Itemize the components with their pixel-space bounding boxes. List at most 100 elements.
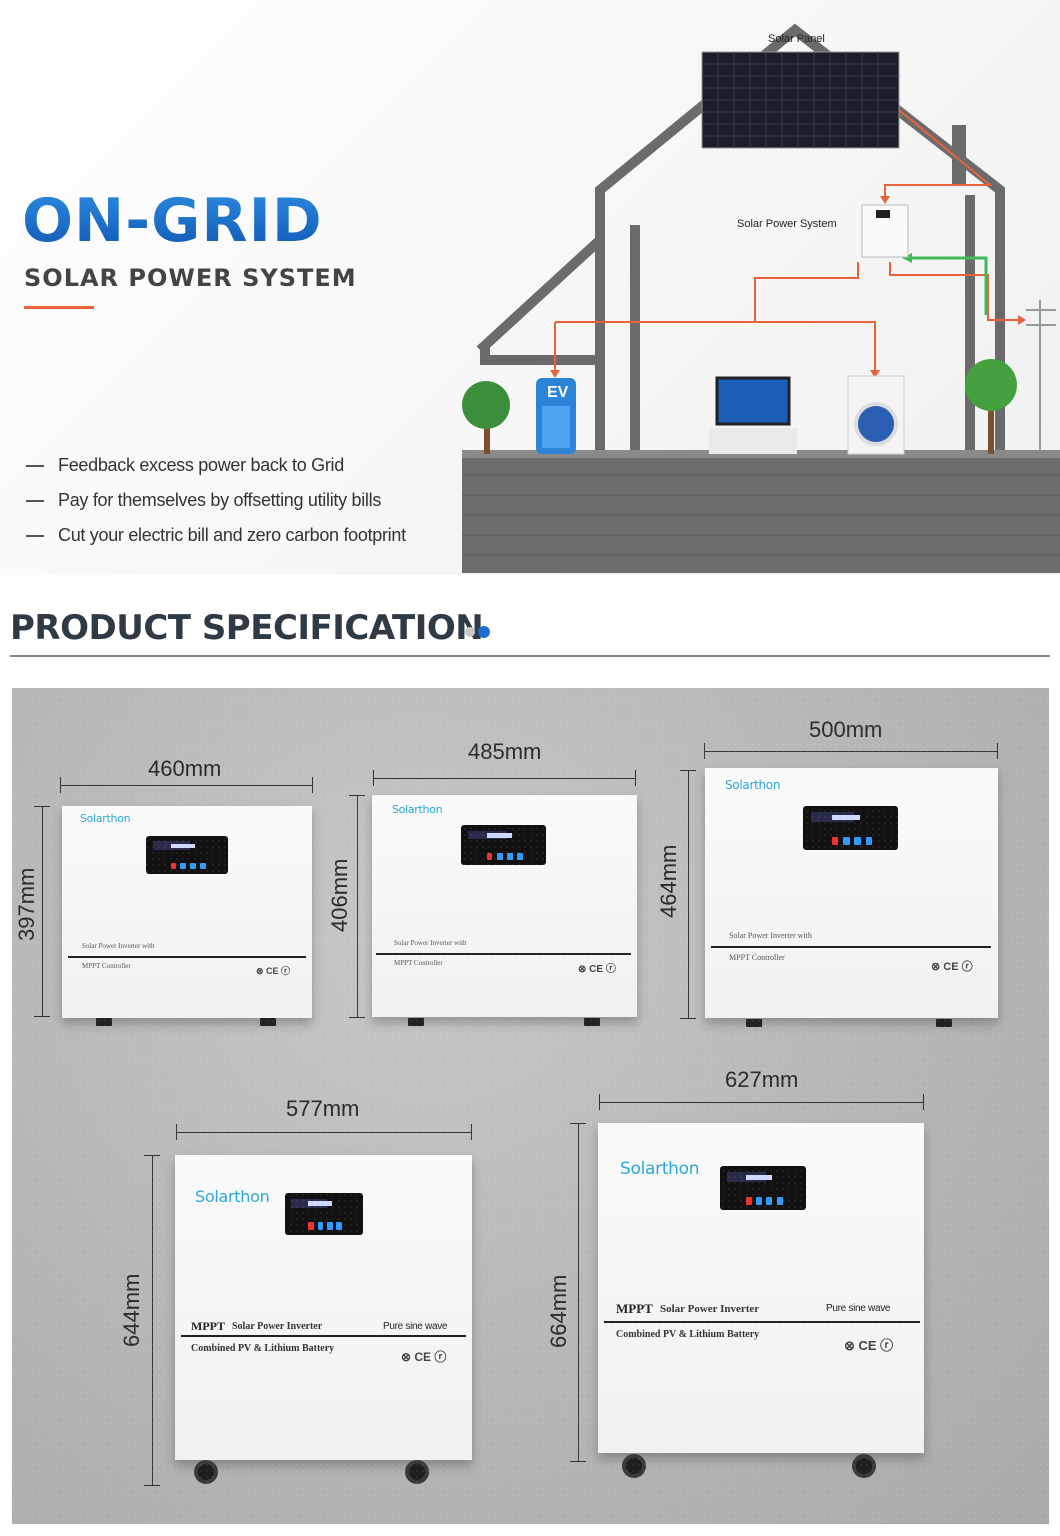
chimney xyxy=(952,125,966,185)
feature-item: Cut your electric bill and zero carbon f… xyxy=(26,518,406,553)
green-flow-line xyxy=(910,256,988,315)
dim-tick xyxy=(704,743,705,759)
divider-stripe xyxy=(68,956,306,958)
dim-tick xyxy=(34,806,50,807)
model-line-2: MPPT Controller xyxy=(729,953,785,962)
feature-item: Pay for themselves by offsetting utility… xyxy=(26,483,406,518)
dim-line-height xyxy=(42,806,43,1016)
lcd-screen xyxy=(720,1166,806,1210)
dim-tick xyxy=(923,1094,924,1110)
spec-title: PRODUCT SPECIFICATION xyxy=(10,608,484,648)
solar-panel-label: Solar Panel xyxy=(768,33,825,45)
dash-icon xyxy=(26,534,44,537)
divider-stripe xyxy=(604,1321,920,1323)
lcd-screen xyxy=(803,806,898,850)
brick-pattern xyxy=(462,474,1060,556)
model-line-1: Solar Power Inverter with xyxy=(82,942,155,950)
dim-line-height xyxy=(152,1155,153,1485)
feature-item: Feedback excess power back to Grid xyxy=(26,448,406,483)
dim-tick xyxy=(570,1461,586,1462)
arrow-heads xyxy=(550,196,1026,378)
washer-drum xyxy=(854,402,898,446)
ev-charger-body xyxy=(542,406,570,448)
dim-tick xyxy=(349,1017,365,1018)
spec-divider xyxy=(10,655,1050,657)
unit2-height-label: 406mm xyxy=(327,858,352,932)
hero-section: ON-GRID SOLAR POWER SYSTEM Feedback exce… xyxy=(0,0,1060,575)
caster-wheel xyxy=(852,1454,876,1478)
dim-tick xyxy=(176,1124,177,1140)
cert-icons: ⊗ CE ⓡ xyxy=(931,961,973,973)
utility-pole-icon xyxy=(1026,300,1056,450)
model-line-2: Combined PV & Lithium Battery xyxy=(616,1329,760,1340)
dim-tick xyxy=(60,777,61,793)
inverter-screen xyxy=(876,210,890,218)
ev-label: EV xyxy=(547,384,569,401)
solar-power-system-label: Solar Power System xyxy=(737,218,837,230)
unit3-height-label: 464mm xyxy=(656,844,681,918)
model-line-2: MPPT Controller xyxy=(82,962,131,970)
unit4-width-label: 577mm xyxy=(286,1096,360,1121)
unit1-width-label: 460mm xyxy=(148,756,222,781)
dim-tick xyxy=(312,777,313,793)
dim-tick xyxy=(997,743,998,759)
house-diagram xyxy=(462,23,1060,573)
brand-logo: Solarthon xyxy=(195,1187,270,1206)
unit5-width-label: 627mm xyxy=(725,1067,799,1092)
hero-accent-bar xyxy=(24,306,94,309)
hero-subtitle: SOLAR POWER SYSTEM xyxy=(24,264,357,292)
model-line-1: Solar Power Inverter xyxy=(660,1303,760,1315)
dim-tick xyxy=(34,1016,50,1017)
foot xyxy=(746,1019,762,1027)
cert-icons: ⊗ CE ⓡ xyxy=(578,964,616,975)
inverter-unit-5: Solarthon MPPT Solar Power Inverter Pure… xyxy=(598,1123,924,1453)
foot xyxy=(936,1019,952,1027)
extension-roof xyxy=(476,236,604,354)
lcd-screen xyxy=(461,825,546,865)
dim-tick xyxy=(680,1018,696,1019)
dash-icon xyxy=(26,464,44,467)
dim-tick xyxy=(570,1123,586,1124)
inverter-unit-1: Solarthon Solar Power Inverter with MPPT… xyxy=(62,806,312,1018)
cert-icons: ⊗ CE ⓡ xyxy=(844,1338,894,1353)
foot xyxy=(584,1018,600,1026)
model-line-1: Solar Power Inverter xyxy=(232,1321,323,1332)
tree-trunk-left xyxy=(484,410,490,454)
brand-logo: Solarthon xyxy=(725,778,781,792)
foot xyxy=(408,1018,424,1026)
divider-stripe xyxy=(376,953,631,955)
dim-tick xyxy=(635,770,636,786)
caster-wheel xyxy=(622,1454,646,1478)
monitor-icon xyxy=(715,376,791,426)
dim-tick xyxy=(144,1485,160,1486)
brand-logo: Solarthon xyxy=(620,1159,700,1179)
feature-list: Feedback excess power back to Grid Pay f… xyxy=(26,448,406,553)
unit1-height-label: 397mm xyxy=(14,867,39,941)
pure-sine-label: Pure sine wave xyxy=(826,1303,891,1314)
unit2-width-label: 485mm xyxy=(468,739,542,764)
house-outline xyxy=(595,23,1005,450)
product-panel: 460mm 397mm Solarthon Solar Power Invert… xyxy=(12,688,1049,1524)
extension-ceiling xyxy=(480,345,600,365)
tree-trunk-right xyxy=(988,392,994,454)
desk-icon xyxy=(709,428,797,454)
feature-text: Cut your electric bill and zero carbon f… xyxy=(58,525,406,545)
unit3-width-label: 500mm xyxy=(809,717,883,742)
dim-line-height xyxy=(578,1123,579,1461)
foot xyxy=(96,1018,112,1026)
divider-stripe xyxy=(711,946,991,948)
caster-wheel xyxy=(194,1460,218,1484)
feature-text: Feedback excess power back to Grid xyxy=(58,455,344,475)
solar-panel-grid xyxy=(702,52,899,148)
dim-tick xyxy=(599,1094,600,1110)
model-line-1-bold: MPPT xyxy=(616,1301,653,1316)
feature-text: Pay for themselves by offsetting utility… xyxy=(58,490,382,510)
model-line-2: Combined PV & Lithium Battery xyxy=(191,1343,335,1354)
brand-logo: Solarthon xyxy=(80,812,131,825)
caster-wheel xyxy=(405,1460,429,1484)
cert-icons: ⊗ CE ⓡ xyxy=(401,1350,447,1364)
inverter-unit-4: Solarthon MPPT Solar Power Inverter Pure… xyxy=(175,1155,472,1460)
divider-stripe xyxy=(181,1335,466,1337)
tree-right xyxy=(965,359,1017,411)
unit5-height-label: 664mm xyxy=(546,1274,571,1348)
